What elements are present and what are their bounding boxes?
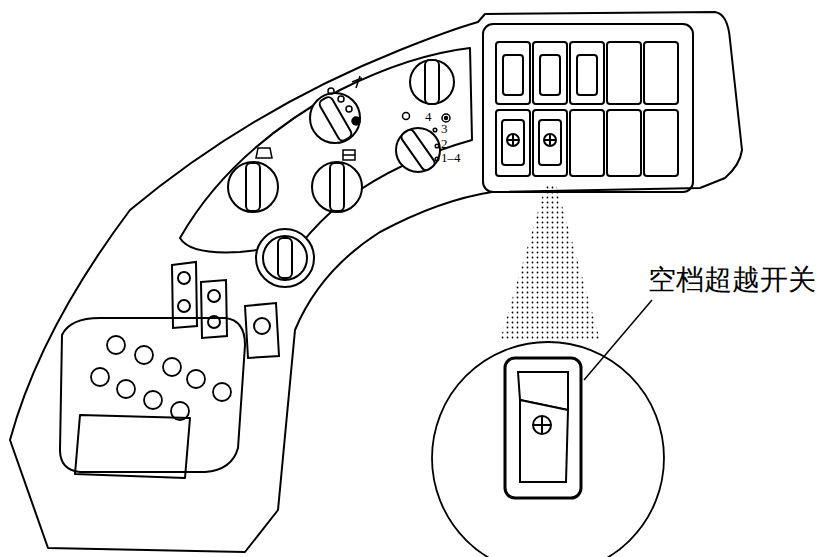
switch-position-number: 2 (441, 137, 448, 150)
part-name: 空档超越开关 (648, 266, 816, 294)
indicator-switches (172, 262, 279, 358)
switch-position-number: 4 (425, 110, 432, 123)
leader-line (584, 300, 652, 380)
magnifier-callout (432, 184, 664, 557)
rotary-knobs (228, 60, 454, 287)
switch-position-number: 1–4 (441, 151, 461, 164)
warning-lamps (91, 336, 231, 420)
panel-symbols (256, 76, 450, 161)
switch-bank (483, 24, 693, 192)
switch-position-number: 3 (441, 122, 448, 135)
